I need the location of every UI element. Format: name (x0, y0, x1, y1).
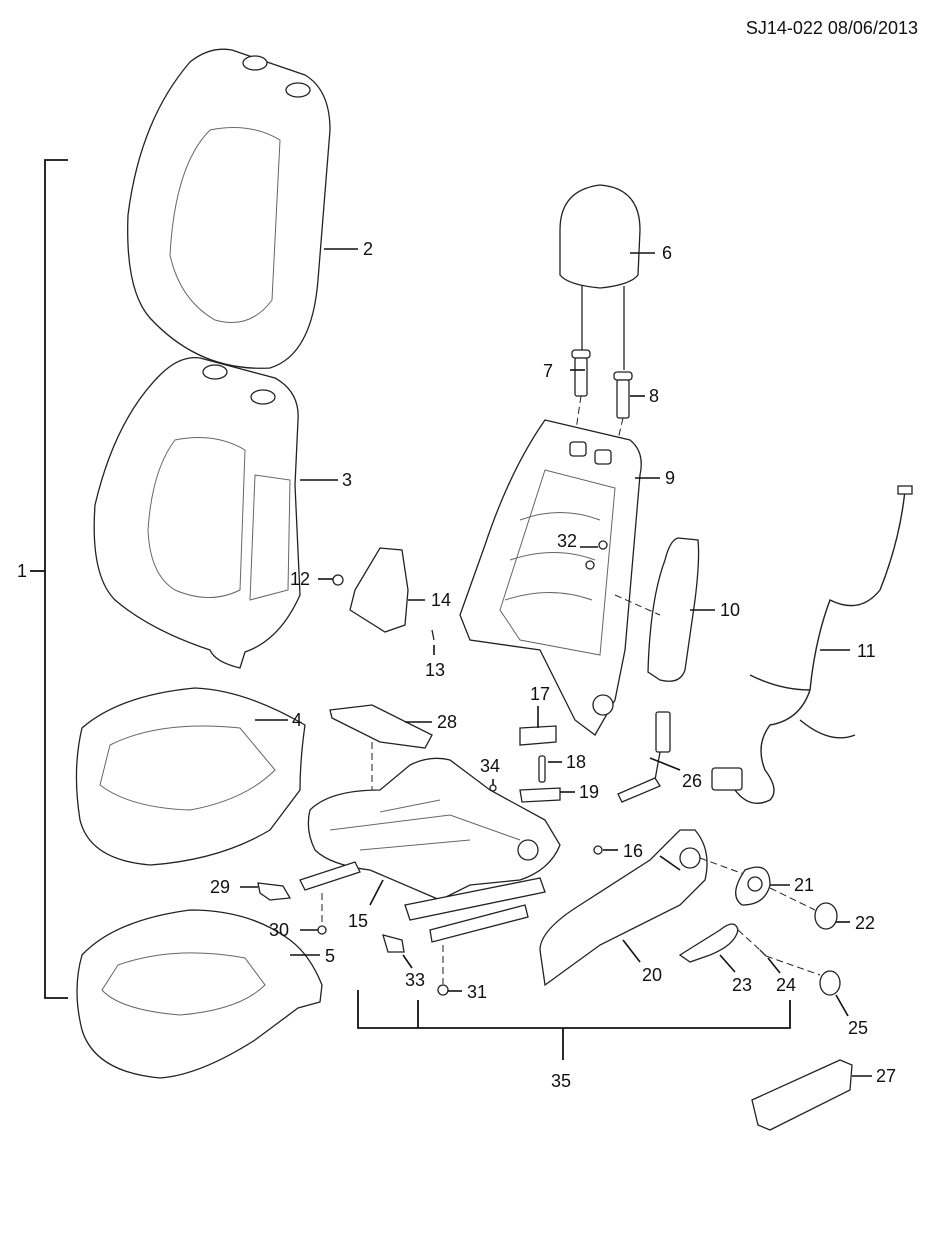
callout-35: 35 (551, 1071, 571, 1091)
part-cushion-pad (75, 687, 306, 866)
assembly-bracket-1 (30, 159, 68, 999)
part-16-bolt (593, 845, 603, 855)
callout-16: 16 (623, 841, 643, 861)
part-31-bolt (437, 984, 449, 996)
part-32-fastener (585, 560, 595, 570)
part-25-cap (819, 970, 841, 996)
callout-6: 6 (662, 243, 672, 263)
part-22-cap (814, 902, 838, 930)
callout-29: 29 (210, 877, 230, 897)
callout-30: 30 (269, 920, 289, 940)
callout-19: 19 (579, 782, 599, 802)
callout-7: 7 (543, 361, 553, 381)
part-32-fastener-b (598, 540, 608, 550)
callout-5: 5 (325, 946, 335, 966)
callout-33: 33 (405, 970, 425, 990)
callout-3: 3 (342, 470, 352, 490)
part-side-shield (539, 829, 708, 987)
part-wiring-harness (711, 485, 913, 804)
part-23-handle (678, 923, 739, 963)
part-cushion-cover (76, 909, 323, 1079)
callout-21: 21 (794, 875, 814, 895)
callout-15: 15 (348, 911, 368, 931)
doc-reference: SJ14-022 08/06/2013 (746, 18, 918, 38)
leader-lines (240, 248, 872, 1077)
part-29-pad (257, 882, 292, 901)
callout-11: 11 (857, 641, 876, 661)
part-belt-buckle (617, 711, 671, 803)
callout-labels: 1 2 3 4 5 6 7 8 9 10 11 12 13 14 15 16 1… (17, 239, 896, 1091)
callout-13: 13 (425, 660, 445, 680)
part-30-bolt (317, 925, 327, 935)
callout-9: 9 (665, 468, 675, 488)
callout-28: 28 (437, 712, 457, 732)
part-cushion-frame (299, 757, 561, 943)
part-33-clip (382, 934, 405, 953)
callout-14: 14 (431, 590, 451, 610)
callout-17: 17 (530, 684, 550, 704)
part-19-clip (519, 787, 561, 803)
part-24-pin (759, 949, 767, 957)
callout-32: 32 (557, 531, 577, 551)
callout-34: 34 (480, 756, 500, 776)
callout-1: 1 (17, 561, 27, 581)
part-headrest-guide-8 (613, 371, 633, 419)
callout-31: 31 (467, 982, 487, 1002)
part-seatback-cover (127, 48, 331, 369)
part-18-pin (538, 755, 546, 783)
callout-27: 27 (876, 1066, 896, 1086)
assembly-bracket-35 (357, 990, 791, 1060)
part-21-knob (735, 866, 771, 906)
part-28-panel (329, 704, 433, 749)
callout-26: 26 (682, 771, 702, 791)
callout-10: 10 (720, 600, 740, 620)
callout-12: 12 (290, 569, 310, 589)
callout-22: 22 (855, 913, 875, 933)
part-17-pad (519, 725, 557, 746)
part-27-trim (751, 1059, 853, 1131)
callout-25: 25 (848, 1018, 868, 1038)
part-headrest-guide-7 (571, 349, 591, 397)
part-seatback-pad (93, 356, 301, 669)
part-recliner-bracket (332, 547, 435, 641)
callout-2: 2 (363, 239, 373, 259)
part-seatback-frame (459, 419, 642, 736)
part-side-pad (647, 537, 700, 682)
callout-8: 8 (649, 386, 659, 406)
callout-18: 18 (566, 752, 586, 772)
callout-24: 24 (776, 975, 796, 995)
callout-20: 20 (642, 965, 662, 985)
callout-4: 4 (292, 710, 302, 730)
part-headrest (559, 184, 641, 370)
callout-23: 23 (732, 975, 752, 995)
